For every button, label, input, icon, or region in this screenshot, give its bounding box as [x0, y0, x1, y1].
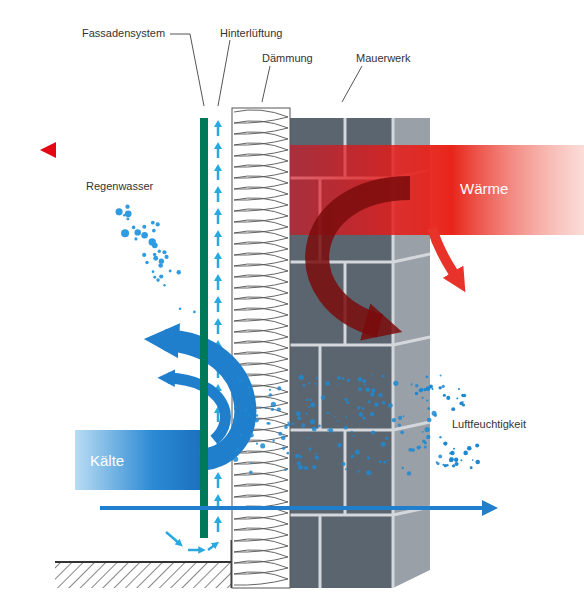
warmth-arrow [432, 228, 458, 280]
part-label: Fassadensystem [82, 27, 165, 40]
leader-lines [170, 34, 362, 106]
ground-line [55, 561, 232, 563]
rain-drops [116, 204, 196, 313]
insulation [232, 108, 290, 588]
part-label: Hinterlüftung [220, 27, 282, 40]
ventilation-arrows [214, 120, 222, 532]
facade-panel [200, 118, 208, 538]
air-inlet [188, 549, 202, 552]
air-inlet [166, 532, 180, 544]
ground-hatch [55, 562, 232, 588]
air-inlet [208, 544, 216, 550]
cold-band [75, 430, 205, 490]
warmth-arrow [317, 188, 410, 326]
humidity-dots [233, 375, 480, 476]
effect-label: Regenwasser [86, 180, 153, 193]
effect-label: Luftfeuchtigkeit [452, 418, 526, 431]
cold-line-arrow [100, 506, 490, 510]
part-label: Mauerwerk [356, 52, 410, 65]
effect-label: Wärme [460, 180, 508, 198]
part-label: Dämmung [262, 52, 313, 65]
effect-label: Kälte [90, 452, 124, 470]
cold-arrow [168, 378, 225, 440]
heat-loss-head [40, 142, 56, 158]
insulation-coil [234, 110, 288, 585]
heat-loss-arrow [52, 147, 584, 154]
